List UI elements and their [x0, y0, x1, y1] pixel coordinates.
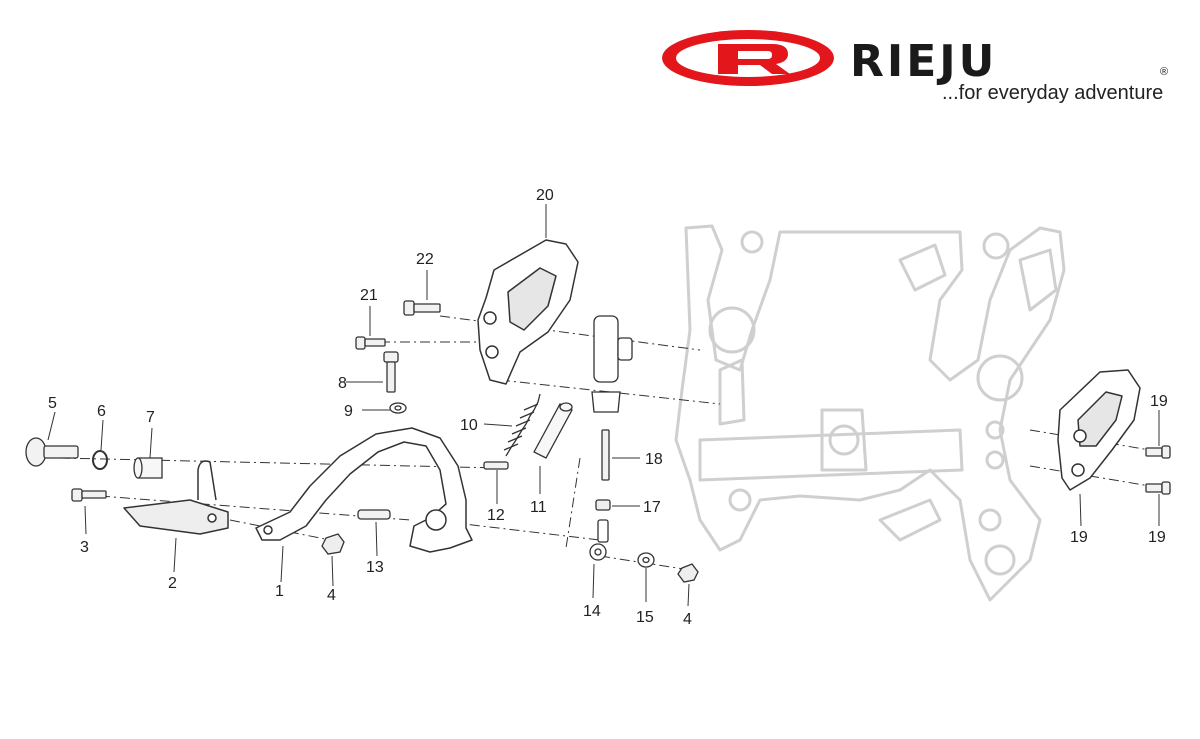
- part-bolt-21: [355, 336, 386, 350]
- part-bushing-7: [133, 457, 163, 479]
- part-washer-9: [389, 402, 407, 414]
- callout-13: 13: [366, 559, 384, 576]
- brand-header: RIEJU ® ...for everyday adventure: [660, 26, 1180, 116]
- callout-19-lower: 19: [1148, 529, 1166, 546]
- part-footrest: [123, 460, 229, 535]
- part-disc-guard-upper: [477, 239, 579, 385]
- part-pivot-bolt-8: [383, 351, 399, 393]
- part-clevis-14: [589, 519, 609, 561]
- callout-16: 17: [643, 499, 661, 516]
- callout-19-upper: 19: [1150, 393, 1168, 410]
- frame-silhouette: [674, 224, 1066, 602]
- callout-11: 11: [530, 499, 547, 516]
- part-nut-4-right: [677, 563, 699, 583]
- callout-4-left: 4: [327, 587, 336, 604]
- callout-3: 3: [80, 539, 89, 556]
- callout-6: 6: [97, 403, 106, 420]
- callout-5: 5: [48, 395, 57, 412]
- callout-4-right: 4: [683, 611, 692, 628]
- part-bolt-19-lower: [1145, 481, 1171, 495]
- callout-22: 22: [416, 251, 434, 268]
- part-bolt-22: [403, 300, 441, 316]
- callout-20: 20: [536, 187, 554, 204]
- part-brake-pedal: [255, 427, 473, 553]
- part-bolt-19-upper: [1145, 445, 1171, 459]
- leader-lines: [47, 204, 1160, 607]
- callout-8: 8: [338, 375, 347, 392]
- callout-18: 19: [1070, 529, 1088, 546]
- part-washer-15: [637, 552, 655, 568]
- callout-17: 18: [645, 451, 663, 468]
- callout-10: 10: [460, 417, 478, 434]
- part-spring-10: [503, 393, 541, 457]
- callout-9: 9: [344, 403, 353, 420]
- part-master-cylinder: [591, 315, 633, 413]
- part-pin-12: [483, 461, 509, 470]
- part-push-rod-17: [601, 429, 610, 481]
- rieju-logo-emblem: [662, 30, 834, 86]
- part-disc-guard-right: [1057, 369, 1141, 491]
- callout-2: 2: [168, 575, 177, 592]
- part-sleeve-11: [533, 402, 573, 459]
- callout-21: 21: [360, 287, 378, 304]
- callout-15: 15: [636, 609, 654, 626]
- logo-wordmark: RIEJU: [850, 36, 998, 87]
- part-o-ring-6: [92, 450, 108, 470]
- part-bolt-3: [71, 488, 107, 502]
- part-nut-16: [595, 499, 611, 511]
- callout-14: 14: [583, 603, 601, 620]
- callout-7: 7: [146, 409, 155, 426]
- brand-tagline: ...for everyday adventure: [942, 82, 1164, 104]
- callout-labels: 5 6 7 3 2 1 4 13 8 9 21 22 20 10 11 12 1…: [48, 187, 1168, 628]
- part-nut-4-left: [321, 533, 345, 555]
- callout-12: 12: [487, 507, 505, 524]
- callout-1: 1: [275, 583, 284, 600]
- part-pin-13: [357, 509, 391, 520]
- part-pivot-shaft-5: [25, 437, 79, 467]
- registered-mark: ®: [1160, 66, 1169, 78]
